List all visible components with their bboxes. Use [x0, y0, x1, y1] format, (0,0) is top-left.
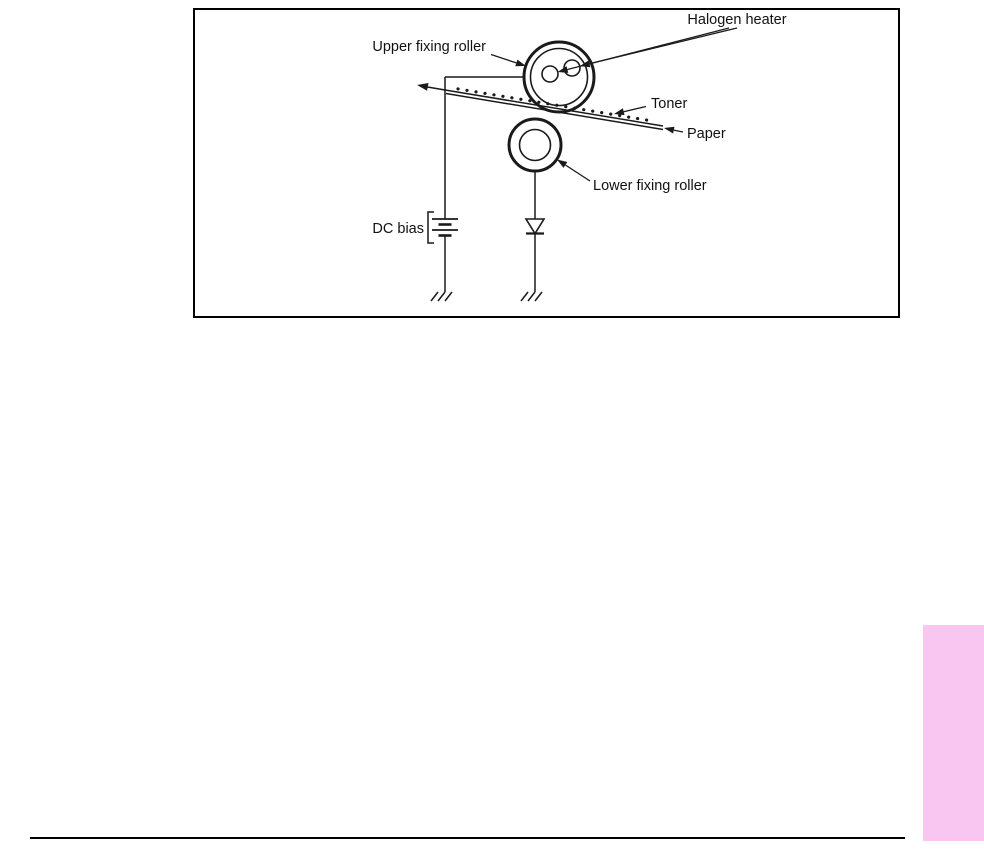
- circuit-wires: [444, 76, 536, 292]
- paper-sheet: [444, 87, 664, 131]
- halogen-heater-callout: Halogen heater: [557, 12, 787, 73]
- lower-fixing-roller: [507, 117, 563, 173]
- paper-direction-arrow: [417, 83, 446, 91]
- halogen-heater-label: Halogen heater: [687, 12, 786, 28]
- footer-rule: [30, 837, 905, 839]
- upper-fixing-roller-label: Upper fixing roller: [372, 39, 486, 55]
- toner-callout: Toner: [614, 96, 687, 116]
- side-tab: [923, 625, 984, 841]
- ground-symbol-right: [520, 291, 543, 302]
- diode-symbol: [524, 218, 546, 236]
- upper-fixing-roller: [522, 40, 596, 114]
- lower-fixing-roller-callout: Lower fixing roller: [557, 159, 707, 194]
- paper-callout: Paper: [664, 126, 726, 142]
- ground-symbol-left: [430, 291, 453, 302]
- paper-label: Paper: [687, 126, 726, 142]
- toner-label: Toner: [651, 96, 687, 112]
- dc-bias-label: DC bias: [372, 221, 424, 237]
- upper-fixing-roller-callout: Upper fixing roller: [372, 39, 526, 67]
- fuser-diagram-frame: Halogen heater Upper fixing roller Toner: [193, 8, 900, 318]
- dc-bias-callout: DC bias: [372, 221, 424, 237]
- lower-fixing-roller-label: Lower fixing roller: [593, 178, 707, 194]
- fuser-diagram: Halogen heater Upper fixing roller Toner: [372, 12, 787, 302]
- dc-bias-battery-symbol: [427, 211, 458, 244]
